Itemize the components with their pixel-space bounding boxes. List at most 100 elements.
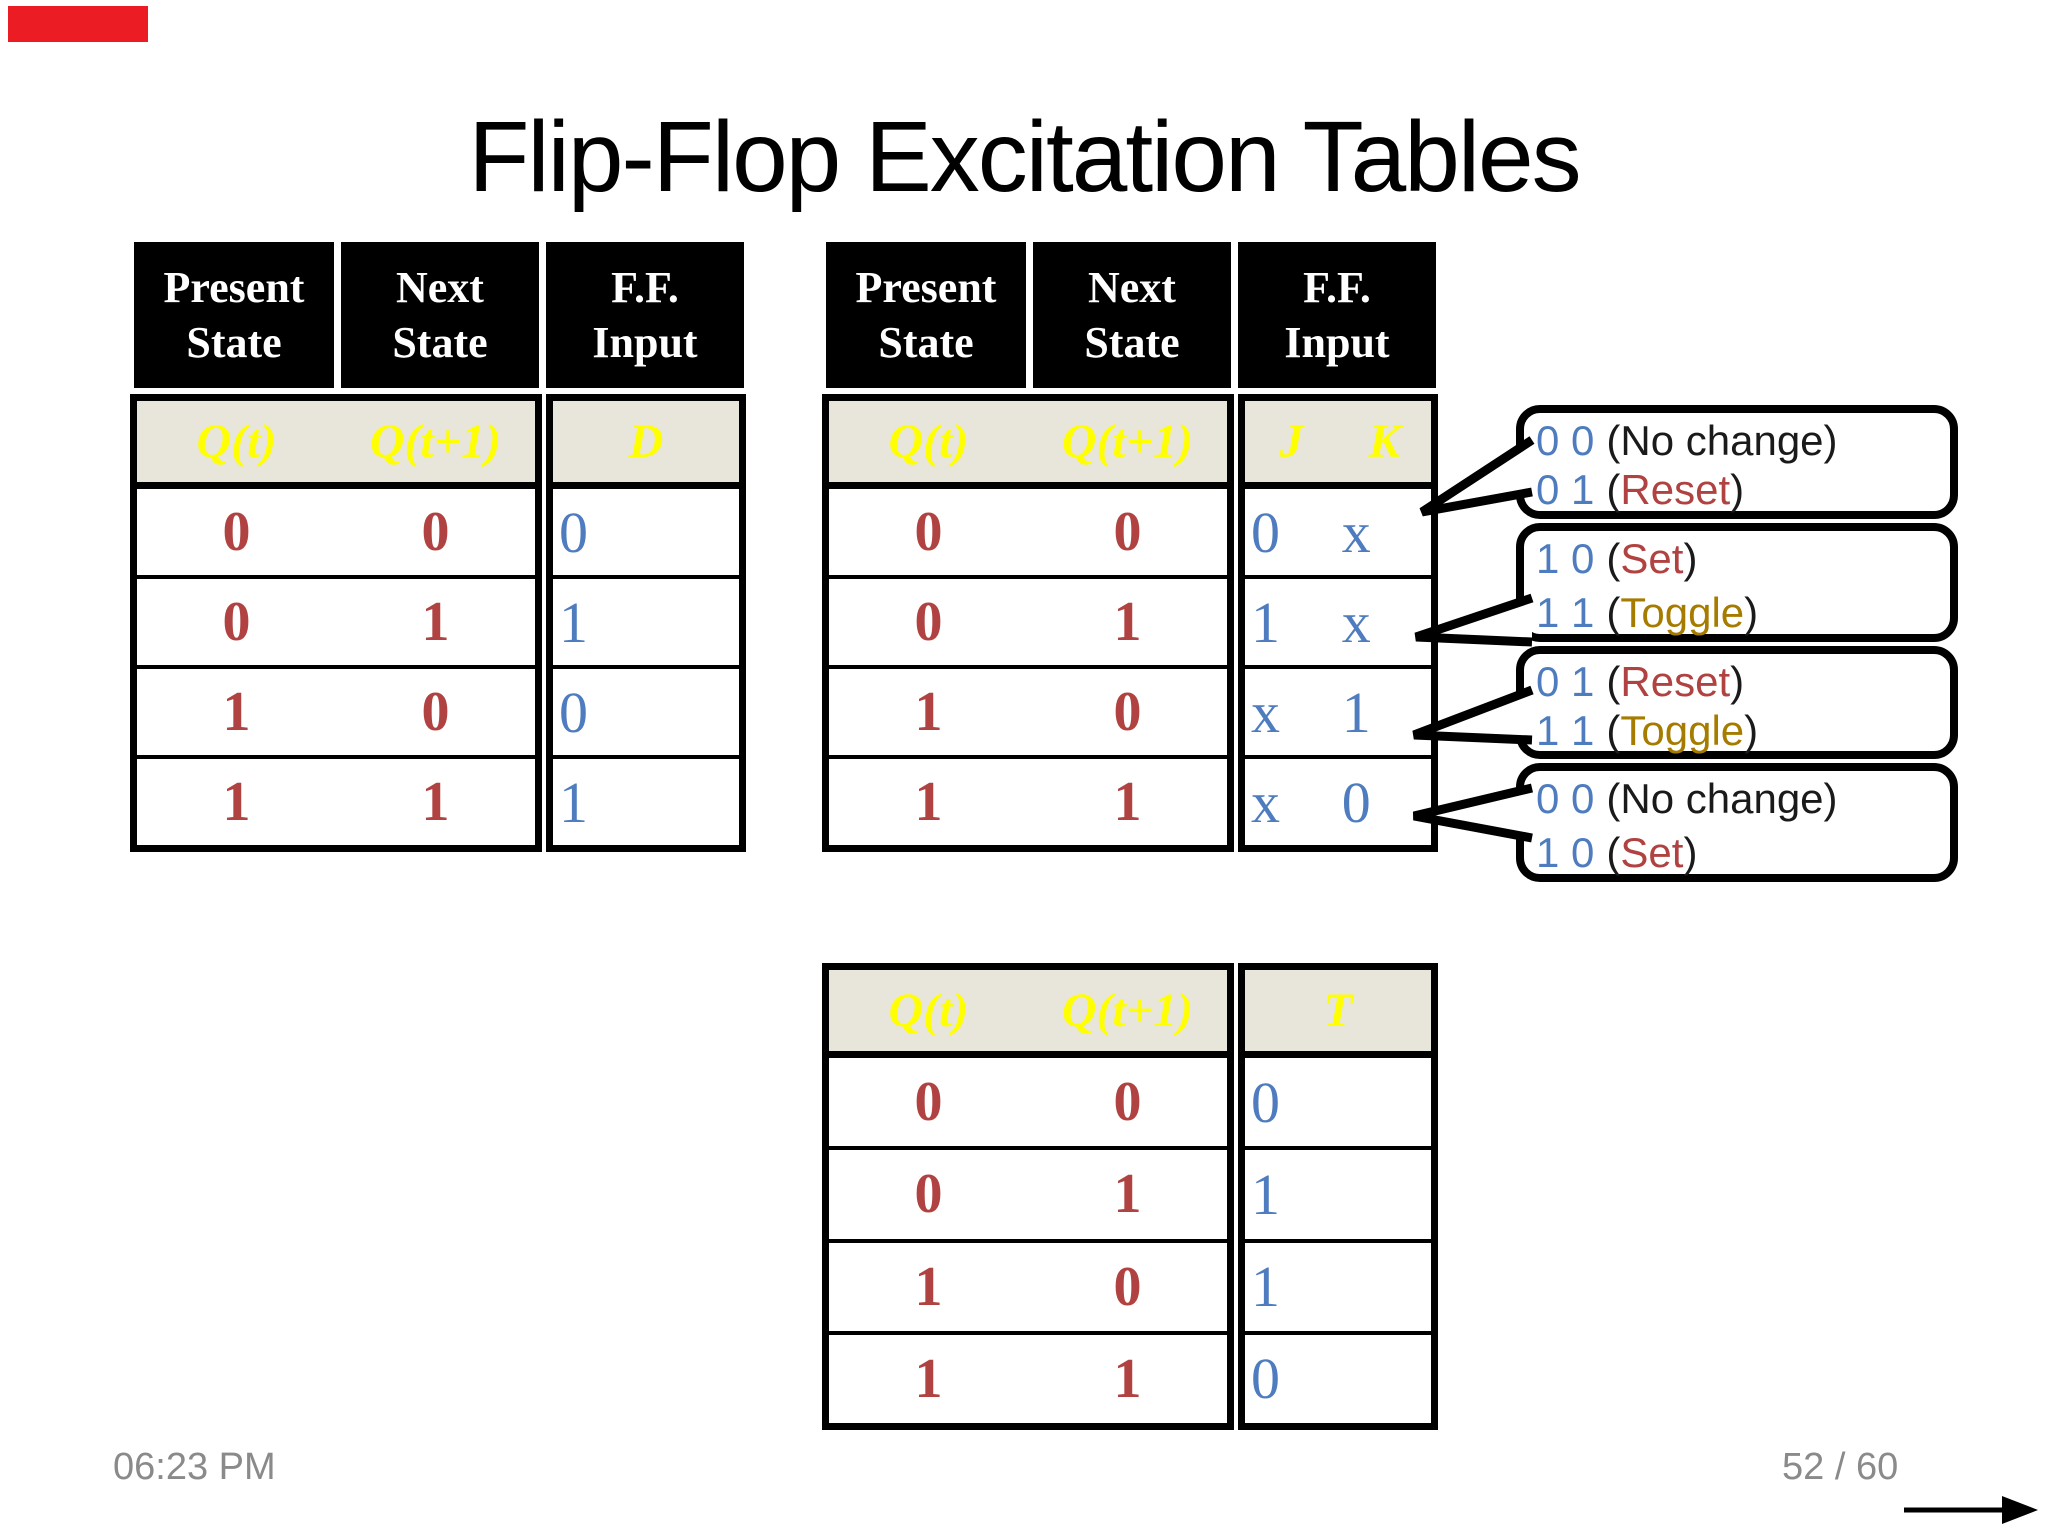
present-cell: 1 xyxy=(914,681,943,743)
table-row: 0 x xyxy=(1245,489,1431,575)
jk-table-states: Q(t) Q(t+1) 0 0 0 1 1 0 1 1 xyxy=(822,394,1234,852)
next-cell: 0 xyxy=(421,501,450,563)
action-label: No change xyxy=(1620,774,1824,822)
d-subheader-qt1: Q(t+1) xyxy=(369,415,502,468)
callout-jk-row2: 1 0(Set) 1 1(Toggle) xyxy=(1516,523,1958,642)
table-row: 1 1 xyxy=(829,755,1227,845)
bits-label: 0 1 xyxy=(1536,657,1595,705)
next-cell: 0 xyxy=(421,681,450,743)
next-cell: 1 xyxy=(421,771,450,833)
next-cell: 1 xyxy=(1113,1163,1142,1226)
j-cell: x xyxy=(1251,679,1280,745)
jk-subheader-jk: J K xyxy=(1245,401,1431,489)
table-row: x 1 xyxy=(1245,665,1431,755)
j-cell: x xyxy=(1251,769,1280,835)
callout-tail xyxy=(1412,685,1534,745)
next-cell: 0 xyxy=(1113,681,1142,743)
d-subheader-d: D xyxy=(553,401,739,489)
input-cell: 0 xyxy=(1251,1069,1280,1135)
present-cell: 1 xyxy=(914,771,943,833)
next-cell: 1 xyxy=(421,591,450,653)
clock-time: 06:23 PM xyxy=(113,1446,276,1488)
table-row: 0 0 xyxy=(829,489,1227,575)
d-table-input: D 0 1 0 1 xyxy=(546,394,746,852)
next-cell: 0 xyxy=(1113,501,1142,563)
d-subheader: Q(t) Q(t+1) xyxy=(137,401,535,489)
present-cell: 1 xyxy=(222,681,251,743)
bits-label: 1 0 xyxy=(1536,534,1595,582)
bits-label: 1 0 xyxy=(1536,828,1595,876)
bits-label: 0 1 xyxy=(1536,465,1595,513)
input-cell: 0 xyxy=(559,499,588,565)
table-row: 0 1 xyxy=(829,1146,1227,1238)
table-row: 1 xyxy=(553,575,739,665)
jk-table-input: J K 0 x 1 x x 1 x 0 xyxy=(1238,394,1438,852)
jk-subheader-k: K xyxy=(1368,415,1401,468)
next-cell: 0 xyxy=(1113,1071,1142,1134)
jk-header-next-state: Next State xyxy=(1033,242,1231,388)
bits-label: 0 0 xyxy=(1536,416,1595,464)
j-cell: 1 xyxy=(1251,589,1280,655)
table-row: 1 x xyxy=(1245,575,1431,665)
input-cell: 1 xyxy=(559,769,588,835)
callout-tails xyxy=(1412,436,1535,843)
present-cell: 1 xyxy=(222,771,251,833)
next-cell: 1 xyxy=(1113,771,1142,833)
j-cell: 0 xyxy=(1251,499,1280,565)
page-title: Flip-Flop Excitation Tables xyxy=(468,101,1581,213)
k-cell: 0 xyxy=(1341,769,1371,835)
callout-tail xyxy=(1414,593,1534,647)
table-row: 0 0 xyxy=(137,489,535,575)
next-cell: 0 xyxy=(1113,1255,1142,1318)
present-cell: 0 xyxy=(914,501,943,563)
action-label: Toggle xyxy=(1620,706,1745,754)
action-label: Toggle xyxy=(1620,588,1745,636)
input-cell: 1 xyxy=(1251,1161,1280,1227)
action-label: No change xyxy=(1620,416,1824,464)
next-cell: 1 xyxy=(1113,1347,1142,1410)
present-cell: 1 xyxy=(914,1347,943,1410)
table-row: 0 1 xyxy=(829,575,1227,665)
input-cell: 0 xyxy=(1251,1346,1280,1412)
t-subheader: Q(t) Q(t+1) xyxy=(829,970,1227,1058)
table-row: 0 xyxy=(1245,1058,1431,1146)
bits-label: 1 1 xyxy=(1536,706,1595,754)
d-header-next-state: Next State xyxy=(341,242,539,388)
jk-subheader-j: J xyxy=(1279,415,1304,468)
present-cell: 1 xyxy=(914,1255,943,1318)
table-row: 0 1 xyxy=(137,575,535,665)
table-row: 1 1 xyxy=(137,755,535,845)
input-cell: 1 xyxy=(559,589,588,655)
table-row: 1 0 xyxy=(137,665,535,755)
table-row: 0 xyxy=(553,665,739,755)
table-row: 1 0 xyxy=(829,665,1227,755)
action-label: Reset xyxy=(1620,465,1731,513)
bits-label: 0 0 xyxy=(1536,774,1595,822)
d-header-present-state: Present State xyxy=(134,242,334,388)
table-row: 1 xyxy=(553,755,739,845)
callout-tail xyxy=(1412,783,1534,843)
t-table-input: T 0 1 1 0 xyxy=(1238,963,1438,1430)
table-row: 0 0 xyxy=(829,1058,1227,1146)
k-cell: 1 xyxy=(1341,679,1371,745)
present-cell: 0 xyxy=(222,501,251,563)
present-cell: 0 xyxy=(914,1163,943,1226)
action-label: Set xyxy=(1620,828,1684,876)
table-row: 0 xyxy=(1245,1330,1431,1423)
table-row: 1 xyxy=(1245,1238,1431,1331)
callout-tail xyxy=(1419,436,1535,517)
k-cell: x xyxy=(1341,589,1371,655)
table-row: 1 xyxy=(1245,1146,1431,1238)
input-cell: 0 xyxy=(559,679,588,745)
table-row: 0 xyxy=(553,489,739,575)
right-arrow-icon[interactable] xyxy=(1902,1488,2042,1532)
callout-jk-row4: 0 0(No change) 1 0(Set) xyxy=(1516,763,1958,882)
jk-subheader: Q(t) Q(t+1) xyxy=(829,401,1227,489)
d-header-ff-input: F.F. Input xyxy=(546,242,744,388)
t-subheader-qt: Q(t) xyxy=(888,984,969,1037)
jk-subheader-qt1: Q(t+1) xyxy=(1061,415,1194,468)
table-row: x 0 xyxy=(1245,755,1431,845)
action-label: Reset xyxy=(1620,657,1731,705)
callout-jk-row3: 0 1(Reset) 1 1(Toggle) xyxy=(1516,646,1958,759)
